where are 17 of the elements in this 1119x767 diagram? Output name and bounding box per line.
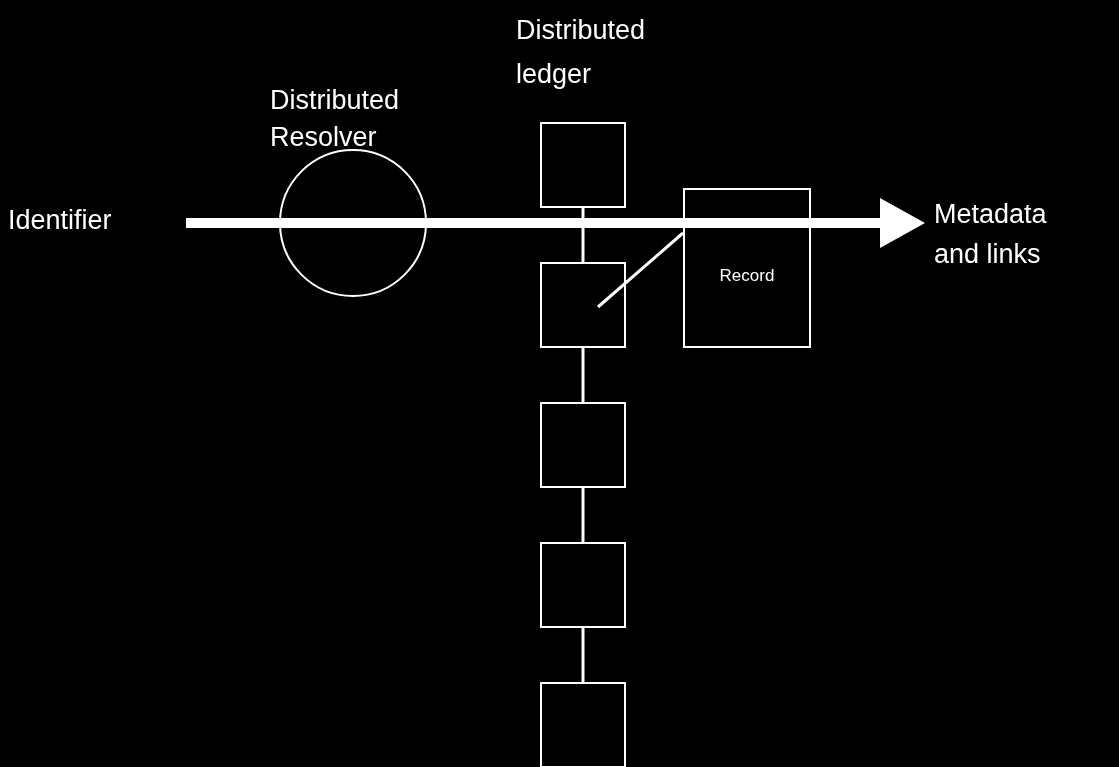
ledger-block [540, 402, 626, 488]
chain-link [581, 488, 585, 542]
chain-link [581, 628, 585, 682]
chain-link [581, 208, 585, 262]
chain-link [581, 348, 585, 402]
ledger-block [540, 122, 626, 208]
ledger-label: Distributed ledger [516, 14, 647, 91]
ledger-block [540, 542, 626, 628]
output-label: Metadata and links [934, 194, 1084, 278]
ledger-block [540, 682, 626, 767]
flow-arrow [811, 198, 925, 248]
record-box [683, 188, 811, 348]
ledger-block [540, 262, 626, 348]
input-label: Identifier [8, 200, 180, 250]
record-label: Record [718, 266, 776, 286]
leader-line [597, 231, 684, 309]
resolver-label: Distributed Resolver [270, 84, 401, 154]
